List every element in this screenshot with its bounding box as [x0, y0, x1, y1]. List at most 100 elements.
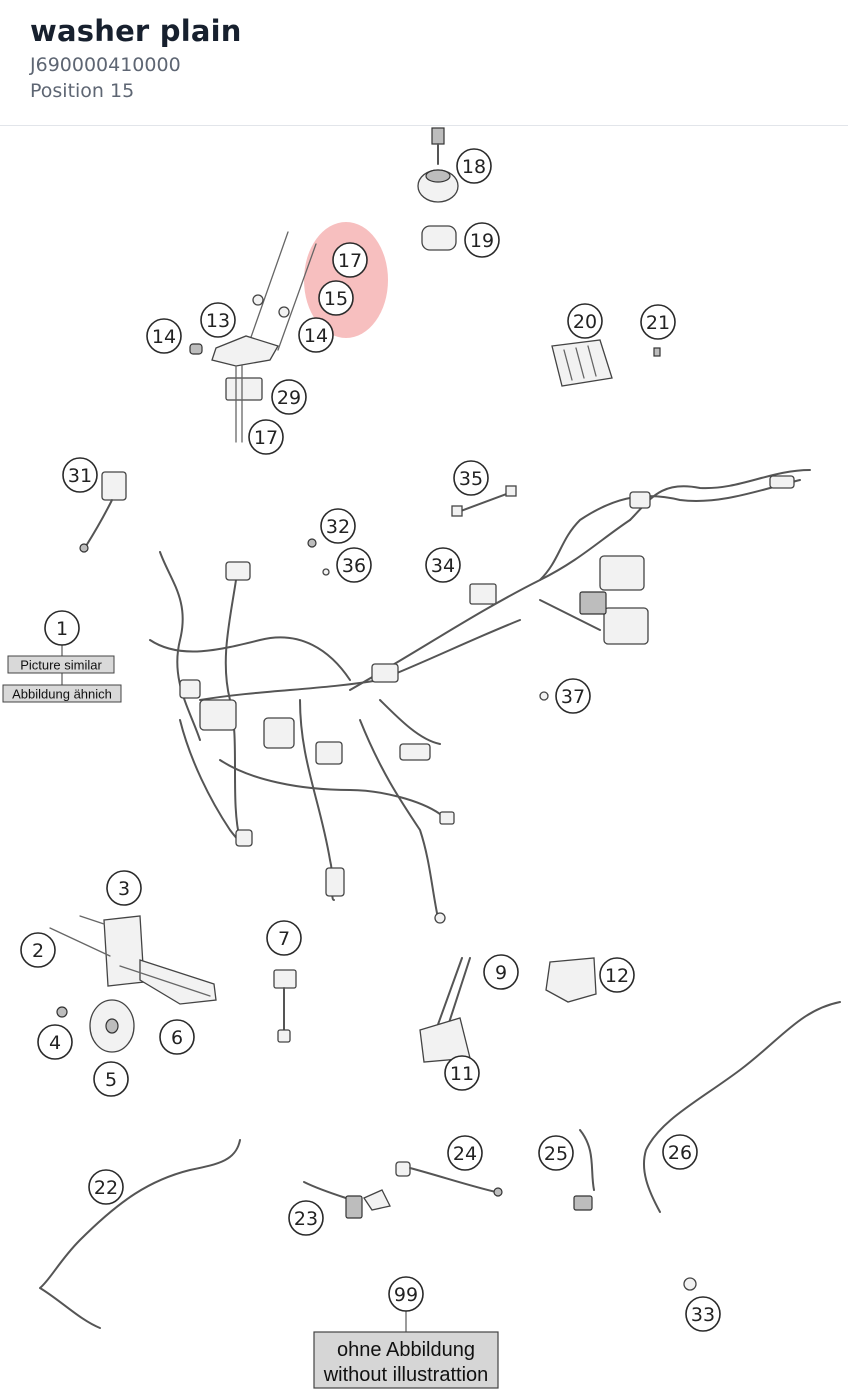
page-header: washer plain J690000410000 Position 15 [0, 0, 848, 126]
callout-32[interactable]: 32 [320, 508, 356, 544]
callout-35[interactable]: 35 [453, 460, 489, 496]
cable-part-23 [303, 1181, 391, 1219]
callout-circle[interactable] [662, 1134, 698, 1170]
callout-circle[interactable] [248, 419, 284, 455]
callout-circle[interactable] [200, 302, 236, 338]
callout-circle[interactable] [266, 920, 302, 956]
callout-number: 17 [338, 250, 362, 272]
main-wiring-harness [149, 469, 811, 924]
callout-number: 36 [342, 555, 366, 577]
callout-number: 29 [277, 387, 301, 409]
callout-12[interactable]: 12 [599, 957, 635, 993]
callout-number: 7 [278, 928, 290, 950]
callout-14[interactable]: 14 [146, 318, 182, 354]
callout-circle[interactable] [332, 242, 368, 278]
callout-4[interactable]: 4 [37, 1024, 73, 1060]
callout-circle[interactable] [106, 870, 142, 906]
part-position: Position 15 [30, 80, 135, 102]
without-illustration-box [313, 1331, 499, 1389]
callout-number: 37 [561, 686, 585, 708]
callout-circle[interactable] [555, 678, 591, 714]
callout-circle[interactable] [456, 148, 492, 184]
callout-number: 18 [462, 156, 486, 178]
callout-22[interactable]: 22 [88, 1169, 124, 1205]
callout-circle[interactable] [37, 1024, 73, 1060]
callout-14[interactable]: 14 [298, 317, 334, 353]
abbildung-box [2, 684, 122, 703]
callout-number: 34 [431, 555, 455, 577]
callout-circle[interactable] [146, 318, 182, 354]
callout-1[interactable]: 1 [44, 610, 80, 646]
exploded-parts-diagram: Picture similar Abbildung ähnich ohne Ab… [2, 127, 841, 1389]
callout-number: 6 [171, 1027, 183, 1049]
callout-circle[interactable] [567, 303, 603, 339]
callout-6[interactable]: 6 [159, 1019, 195, 1055]
callout-number: 11 [450, 1063, 474, 1085]
module-part-12 [545, 957, 597, 1003]
callout-circle[interactable] [20, 932, 56, 968]
callout-25[interactable]: 25 [538, 1135, 574, 1171]
callout-number: 31 [68, 465, 92, 487]
callout-circle[interactable] [685, 1296, 721, 1332]
callout-number: 13 [206, 310, 230, 332]
callout-circle[interactable] [444, 1055, 480, 1091]
callout-circle[interactable] [318, 280, 354, 316]
callout-circle[interactable] [159, 1019, 195, 1055]
callout-18[interactable]: 18 [456, 148, 492, 184]
callout-36[interactable]: 36 [336, 547, 372, 583]
callout-number: 33 [691, 1304, 715, 1326]
callout-9[interactable]: 9 [483, 954, 519, 990]
callout-5[interactable]: 5 [93, 1061, 129, 1097]
callout-17[interactable]: 17 [248, 419, 284, 455]
small-part-36 [322, 568, 330, 576]
callout-31[interactable]: 31 [62, 457, 98, 493]
callout-11[interactable]: 11 [444, 1055, 480, 1091]
callout-circle[interactable] [271, 379, 307, 415]
callout-circle[interactable] [640, 304, 676, 340]
callout-circle[interactable] [320, 508, 356, 544]
callout-7[interactable]: 7 [266, 920, 302, 956]
callout-circle[interactable] [298, 317, 334, 353]
callout-circle[interactable] [388, 1276, 424, 1312]
callout-circle[interactable] [44, 610, 80, 646]
callout-circle[interactable] [425, 547, 461, 583]
callout-17[interactable]: 17 [332, 242, 368, 278]
callout-number: 26 [668, 1142, 692, 1164]
callout-number: 25 [544, 1143, 568, 1165]
callout-2[interactable]: 2 [20, 932, 56, 968]
callout-33[interactable]: 33 [685, 1296, 721, 1332]
callout-circle[interactable] [483, 954, 519, 990]
callout-29[interactable]: 29 [271, 379, 307, 415]
callout-circle[interactable] [88, 1169, 124, 1205]
callout-number: 9 [495, 962, 507, 984]
callout-circle[interactable] [599, 957, 635, 993]
ohne-abbildung-label: ohne Abbildung [337, 1339, 475, 1361]
callout-circle[interactable] [453, 460, 489, 496]
callout-37[interactable]: 37 [555, 678, 591, 714]
callout-circle[interactable] [288, 1200, 324, 1236]
callout-21[interactable]: 21 [640, 304, 676, 340]
callout-13[interactable]: 13 [200, 302, 236, 338]
callout-circle[interactable] [336, 547, 372, 583]
callout-circle[interactable] [62, 457, 98, 493]
callout-circle[interactable] [93, 1061, 129, 1097]
callout-23[interactable]: 23 [288, 1200, 324, 1236]
callout-24[interactable]: 24 [447, 1135, 483, 1171]
callout-circle[interactable] [464, 222, 500, 258]
callout-99[interactable]: 99 [388, 1276, 424, 1312]
fuse-block-20 [551, 339, 661, 387]
callout-number: 32 [326, 516, 350, 538]
callout-circle[interactable] [538, 1135, 574, 1171]
callout-circle[interactable] [447, 1135, 483, 1171]
callout-3[interactable]: 3 [106, 870, 142, 906]
callout-20[interactable]: 20 [567, 303, 603, 339]
callout-number: 99 [394, 1284, 418, 1306]
callout-19[interactable]: 19 [464, 222, 500, 258]
callout-number: 14 [304, 325, 328, 347]
callout-number: 35 [459, 468, 483, 490]
picture-similar-box [7, 655, 115, 674]
callout-number: 2 [32, 940, 44, 962]
callout-34[interactable]: 34 [425, 547, 461, 583]
callout-26[interactable]: 26 [662, 1134, 698, 1170]
callout-15[interactable]: 15 [318, 280, 354, 316]
